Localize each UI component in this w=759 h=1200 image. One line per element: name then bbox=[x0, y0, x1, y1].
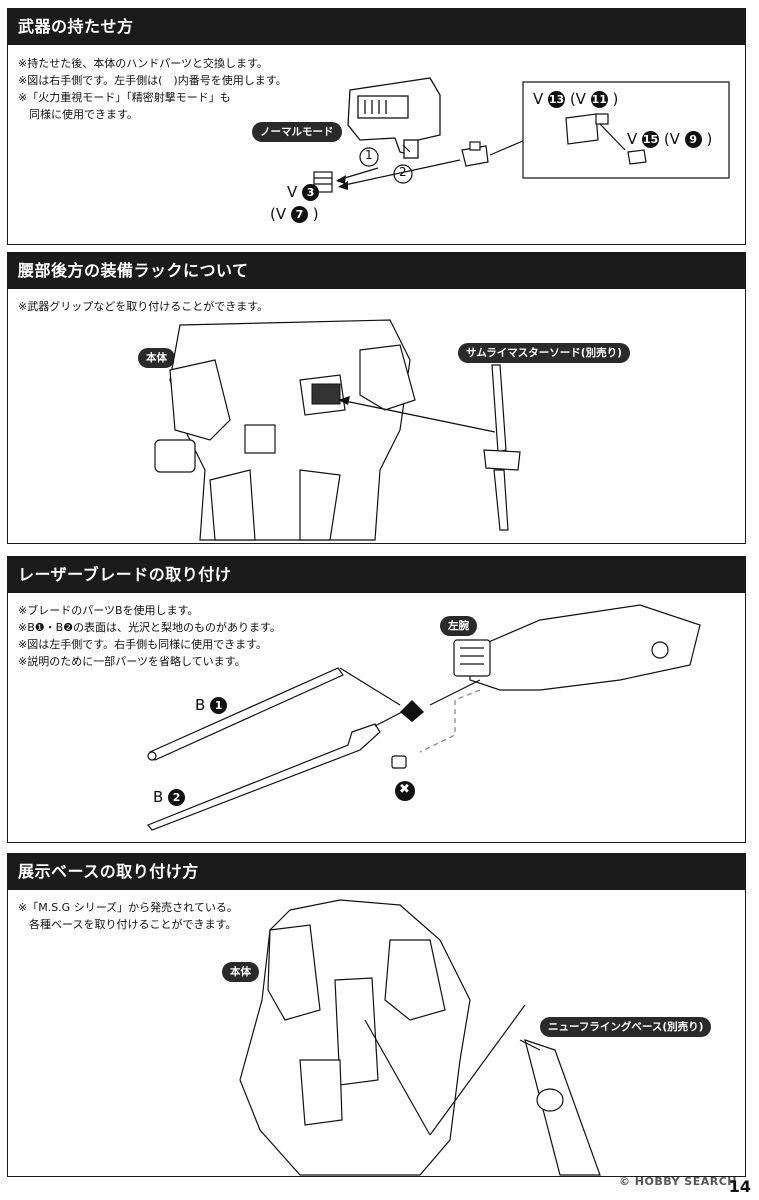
b2-number-badge: 2 bbox=[168, 789, 186, 806]
v7-number-badge: 7 bbox=[290, 206, 308, 223]
note-line: ※武器グリップなどを取り付けることができます。 bbox=[18, 300, 269, 313]
v11-open: (V bbox=[569, 90, 586, 108]
grip-part bbox=[461, 141, 489, 167]
v7-close: ) bbox=[312, 205, 319, 223]
note-line: ※図は右手側です。左手側は( )内番号を使用します。 bbox=[18, 74, 287, 87]
label-v13-v11: V 13 (V 11 ) bbox=[533, 90, 618, 108]
v11-number-badge: 11 bbox=[590, 91, 608, 108]
v9-open: (V bbox=[663, 130, 680, 148]
v7-open: (V bbox=[270, 205, 287, 223]
blade-b1-drawing bbox=[147, 667, 344, 761]
note-line: 各種ベースを取り付けることができます。 bbox=[18, 918, 237, 931]
note-line: ※ブレードのパーツBを使用します。 bbox=[18, 604, 199, 617]
v9-close: ) bbox=[706, 130, 713, 148]
blade-b2-drawing bbox=[147, 723, 381, 831]
label-b2: B 2 bbox=[153, 788, 186, 806]
section-title: 展示ベースの取り付け方 bbox=[8, 854, 745, 890]
label-body: 本体 bbox=[222, 962, 259, 982]
small-part bbox=[391, 755, 407, 769]
prohibited-mark: ✖ bbox=[399, 782, 410, 797]
prohibited-icon bbox=[395, 781, 415, 801]
label-step-1: 1 bbox=[365, 148, 373, 162]
section-title: 武器の持たせ方 bbox=[8, 9, 745, 45]
v3-number-badge: 3 bbox=[302, 184, 320, 201]
section-title: 腰部後方の装備ラックについて bbox=[8, 253, 745, 289]
arm-drawing bbox=[453, 604, 701, 691]
sword-drawing bbox=[483, 364, 521, 531]
section-title: レーザーブレードの取り付け bbox=[8, 557, 745, 593]
label-normal-mode: ノーマルモード bbox=[252, 122, 342, 142]
flying-base-drawing bbox=[519, 1039, 601, 1176]
b1-number-badge: 1 bbox=[210, 697, 228, 714]
label-b1: B 1 bbox=[195, 696, 228, 714]
note-line: ※B❶・B❷の表面は、光沢と梨地のものがあります。 bbox=[18, 621, 281, 634]
hand-part-v3 bbox=[313, 171, 333, 193]
robot-body-drawing bbox=[154, 319, 416, 541]
v11-close: ) bbox=[612, 90, 619, 108]
gun-drawing bbox=[347, 77, 441, 159]
connector-part bbox=[400, 700, 424, 722]
note-line: ※説明のために一部パーツを省略しています。 bbox=[18, 655, 246, 668]
note-line: 同様に使用できます。 bbox=[18, 108, 138, 121]
note-line: ※持たせた後、本体のハンドパーツと交換します。 bbox=[18, 57, 268, 70]
label-v15-v9: V 15 (V 9 ) bbox=[627, 130, 712, 148]
rack-mount bbox=[311, 383, 341, 405]
label-v3: V 3 bbox=[287, 183, 320, 201]
v3-prefix: V bbox=[287, 183, 298, 201]
v15-number-badge: 15 bbox=[642, 131, 660, 148]
label-body: 本体 bbox=[138, 348, 175, 368]
label-v7: (V 7 ) bbox=[270, 205, 319, 223]
v13-prefix: V bbox=[533, 90, 544, 108]
robot-body-drawing bbox=[239, 899, 471, 1176]
label-left-arm: 左腕 bbox=[440, 616, 477, 636]
v13-number-badge: 13 bbox=[548, 91, 566, 108]
b2-prefix: B bbox=[153, 788, 164, 806]
b1-prefix: B bbox=[195, 696, 206, 714]
page-number: 14 bbox=[728, 1177, 751, 1196]
note-line: ※「M.S.G シリーズ」から発売されている。 bbox=[18, 901, 238, 914]
hobby-search-logo: © HOBBY SEARCH bbox=[618, 1175, 737, 1188]
v15-prefix: V bbox=[627, 130, 638, 148]
label-new-flying-base: ニューフライングベース(別売り) bbox=[540, 1017, 712, 1037]
section-laser-blade: レーザーブレードの取り付け bbox=[7, 556, 746, 843]
label-samurai-master-sword: サムライマスターソード(別売り) bbox=[458, 343, 630, 363]
note-line: ※図は左手側です。右手側も同様に使用できます。 bbox=[18, 638, 268, 651]
detail-parts bbox=[565, 113, 647, 165]
v9-number-badge: 9 bbox=[684, 131, 702, 148]
note-line: ※「火力重視モード」「精密射撃モード」も bbox=[18, 91, 231, 104]
label-step-2: 2 bbox=[399, 165, 407, 179]
step-1-circle bbox=[359, 147, 379, 167]
